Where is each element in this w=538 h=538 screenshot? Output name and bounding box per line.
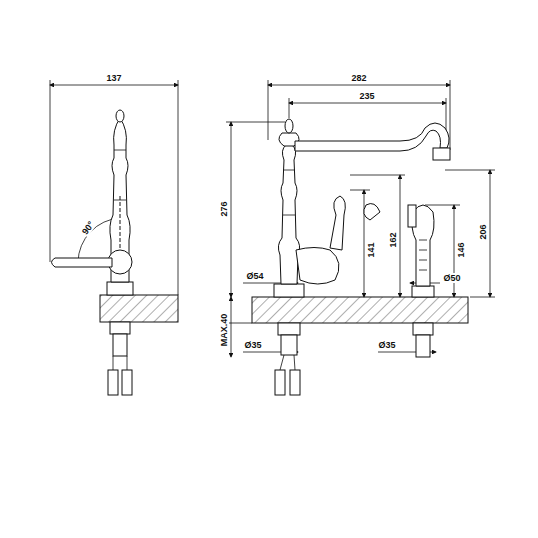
dimension-label: 206: [478, 223, 488, 240]
dimension-label: 276: [219, 200, 229, 217]
dimension-label: 146: [456, 241, 466, 258]
dimension-label: Ø50: [442, 273, 461, 283]
dimension-label: 162: [388, 231, 398, 248]
dimension-label: 141: [366, 241, 376, 258]
dimension-label: 90°: [79, 219, 96, 238]
dimension-label: 282: [350, 73, 367, 83]
dimension-label: MAX.40: [219, 313, 229, 348]
dimension-label: 235: [358, 91, 375, 101]
dimension-label: Ø54: [245, 271, 264, 281]
dimension-label: Ø35: [243, 340, 262, 350]
dimension-label: Ø35: [377, 340, 396, 350]
dimension-label: 137: [105, 73, 122, 83]
